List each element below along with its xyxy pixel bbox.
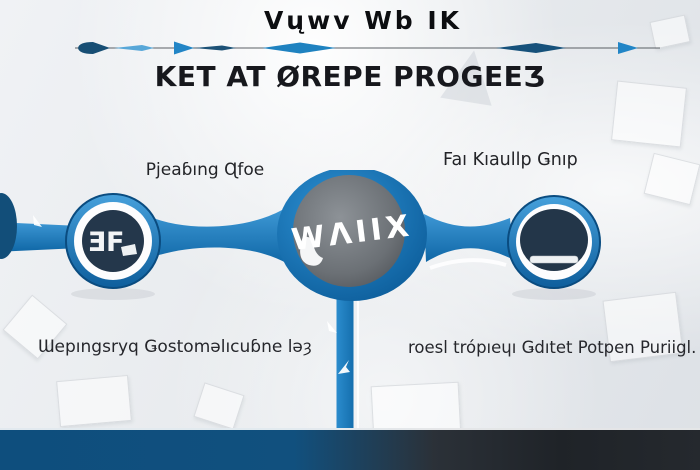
stem-arrow-down-icon [327,321,337,333]
connector-band-left [148,210,288,264]
right-triangle-arrow-icon [618,42,638,54]
website-wordmark: Vųwv Wb IK [263,6,463,35]
caption-right: roesl trópıeɥı Ǥdıtet Potpen Puriigl. [408,338,697,357]
stem-arrow-down-icon [338,360,350,374]
caption-left: Ɯepıngsryq Ǥostomǝlıcuɓne lǝȝ [38,337,312,357]
node-core [520,209,588,271]
dark-lens-icon [496,43,566,53]
band-chevron-icon [33,215,42,227]
thin-lens-icon [194,45,236,51]
footer-bar [0,428,700,470]
circle-shadow [71,288,155,300]
step-left-node: ƎF [65,193,161,289]
node-core [82,210,144,272]
process-flow-diagram: WΛIIX ƎF [0,170,601,430]
sphere-crescent-highlight [429,258,507,270]
step-left-label: Pjeaɓıng Ɋfoe [145,160,265,180]
hand-glyph-shape [300,236,323,266]
teardrop-arrow-icon [78,42,110,54]
center-lens-icon [262,42,336,54]
vertical-stem-band [336,282,354,430]
ledger-glyph-quad [121,244,137,256]
timeline-arrow-band [75,41,660,55]
lens-arrow-icon [114,45,154,51]
stem-highlight-line [357,282,359,430]
triangle-arrow-icon [174,41,194,55]
entry-connector-band [0,222,80,252]
edge-node-ellipse [0,193,17,259]
circle-shadow [512,288,596,300]
step-right-node [507,195,601,289]
minus-bar-icon [529,255,579,264]
step-right-label: Faı Kıaullp Ǥnıp [443,150,578,170]
page-title: KET AT ØREPE PROGEEƷ [154,60,546,93]
connector-band-right [424,214,514,262]
ledger-glyph-icon: ƎF [88,227,125,258]
